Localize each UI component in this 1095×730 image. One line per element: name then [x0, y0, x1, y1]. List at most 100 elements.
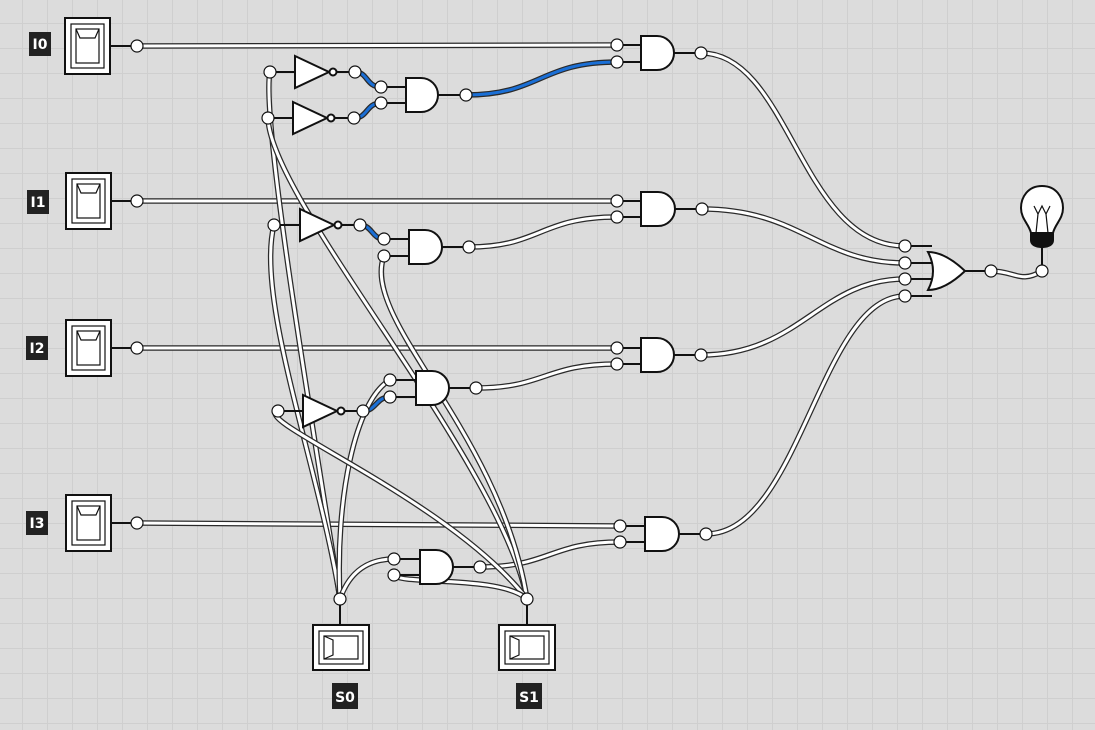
connection-pin[interactable]	[353, 218, 367, 232]
and-gate-data-1[interactable]	[617, 191, 702, 227]
wire[interactable]	[700, 207, 907, 265]
connection-pin[interactable]	[473, 560, 487, 574]
connection-pin[interactable]	[898, 239, 912, 253]
connection-pin[interactable]	[613, 519, 627, 533]
wire[interactable]	[269, 223, 342, 601]
and-gate-data-2[interactable]	[617, 337, 701, 373]
connection-pin[interactable]	[469, 381, 483, 395]
connection-pin[interactable]	[610, 55, 624, 69]
connection-pin[interactable]	[462, 240, 476, 254]
wire[interactable]	[337, 378, 392, 601]
connection-pin[interactable]	[610, 341, 624, 355]
input-label-box	[27, 190, 49, 214]
select-label: S1	[519, 690, 539, 706]
select-label: S0	[335, 690, 355, 706]
select-label-box	[332, 683, 358, 709]
not-gate-a[interactable]	[270, 54, 355, 90]
connection-pin[interactable]	[377, 232, 391, 246]
connection-pin[interactable]	[610, 38, 624, 52]
connection-pin[interactable]	[130, 194, 144, 208]
and-gate-decode-1[interactable]	[384, 229, 469, 265]
wire[interactable]	[135, 521, 622, 528]
connection-pin[interactable]	[610, 357, 624, 371]
wire[interactable]	[704, 294, 907, 536]
connection-pin[interactable]	[694, 348, 708, 362]
not-gate-c[interactable]	[274, 207, 360, 243]
input-i2: I2	[26, 319, 137, 377]
connection-pin[interactable]	[333, 592, 347, 606]
wire-border	[698, 50, 908, 249]
select-s0: S0	[312, 599, 370, 709]
connection-pin[interactable]	[347, 111, 361, 125]
pin-layer	[130, 38, 1049, 606]
wire[interactable]	[699, 277, 907, 357]
wire[interactable]	[474, 362, 619, 390]
connection-pin[interactable]	[610, 194, 624, 208]
connection-pin[interactable]	[695, 202, 709, 216]
toggle-switch-s0[interactable]	[312, 624, 370, 671]
connection-pin[interactable]	[267, 218, 281, 232]
and-gate-decode-2[interactable]	[390, 370, 476, 406]
connection-pin[interactable]	[898, 272, 912, 286]
input-label: I2	[30, 341, 45, 357]
connection-pin[interactable]	[898, 256, 912, 270]
light-bulb-icon[interactable]	[1019, 184, 1065, 271]
input-label-box	[29, 32, 51, 56]
and-gate-data-3[interactable]	[620, 516, 706, 552]
wire-border	[699, 206, 908, 266]
and-gate-data-0[interactable]	[617, 35, 701, 71]
connection-pin[interactable]	[383, 390, 397, 404]
select-s1: S1	[498, 599, 556, 709]
or-gate-output[interactable]	[905, 245, 991, 297]
connection-pin[interactable]	[984, 264, 998, 278]
connection-pin[interactable]	[520, 592, 534, 606]
connection-pin[interactable]	[271, 404, 285, 418]
connection-pin[interactable]	[356, 404, 370, 418]
and-gate-decode-0[interactable]	[381, 77, 466, 113]
and-gate-decode-3[interactable]	[394, 549, 480, 585]
input-label: I0	[33, 37, 48, 53]
wire[interactable]	[135, 43, 619, 48]
connection-pin[interactable]	[1035, 264, 1049, 278]
connection-pin[interactable]	[383, 373, 397, 387]
connection-pin[interactable]	[374, 96, 388, 110]
connection-pin[interactable]	[699, 527, 713, 541]
input-label-box	[26, 336, 48, 360]
connection-pin[interactable]	[377, 249, 391, 263]
wire-border	[698, 276, 908, 358]
wire-layer	[134, 42, 1045, 602]
wire[interactable]	[266, 116, 529, 601]
connection-pin[interactable]	[130, 516, 144, 530]
connection-pin[interactable]	[613, 535, 627, 549]
connection-pin[interactable]	[374, 80, 388, 94]
wire[interactable]	[478, 540, 622, 569]
toggle-switch-i0[interactable]	[64, 17, 111, 75]
connection-pin[interactable]	[130, 341, 144, 355]
connection-pin[interactable]	[898, 289, 912, 303]
connection-pin[interactable]	[610, 210, 624, 224]
connection-pin[interactable]	[694, 46, 708, 60]
connection-pin[interactable]	[261, 111, 275, 125]
toggle-switch-i1[interactable]	[65, 172, 112, 230]
toggle-switch-i3[interactable]	[65, 494, 112, 552]
wire[interactable]	[467, 215, 619, 249]
not-gate-b[interactable]	[268, 100, 354, 136]
input-label-box	[26, 511, 48, 535]
wire-border	[703, 293, 908, 537]
connection-pin[interactable]	[387, 568, 401, 582]
toggle-switch-i2[interactable]	[65, 319, 112, 377]
connection-pin[interactable]	[348, 65, 362, 79]
connection-pin[interactable]	[459, 88, 473, 102]
wire[interactable]	[379, 254, 529, 601]
connection-pin[interactable]	[387, 552, 401, 566]
input-i0: I0	[29, 17, 137, 75]
input-i1: I1	[27, 172, 137, 230]
not-gate-d[interactable]	[278, 393, 363, 429]
wire-active[interactable]	[464, 60, 619, 97]
connection-pin[interactable]	[130, 39, 144, 53]
connection-pin[interactable]	[263, 65, 277, 79]
wire[interactable]	[699, 51, 907, 248]
toggle-switch-s1[interactable]	[498, 624, 556, 671]
wire[interactable]	[273, 409, 529, 601]
